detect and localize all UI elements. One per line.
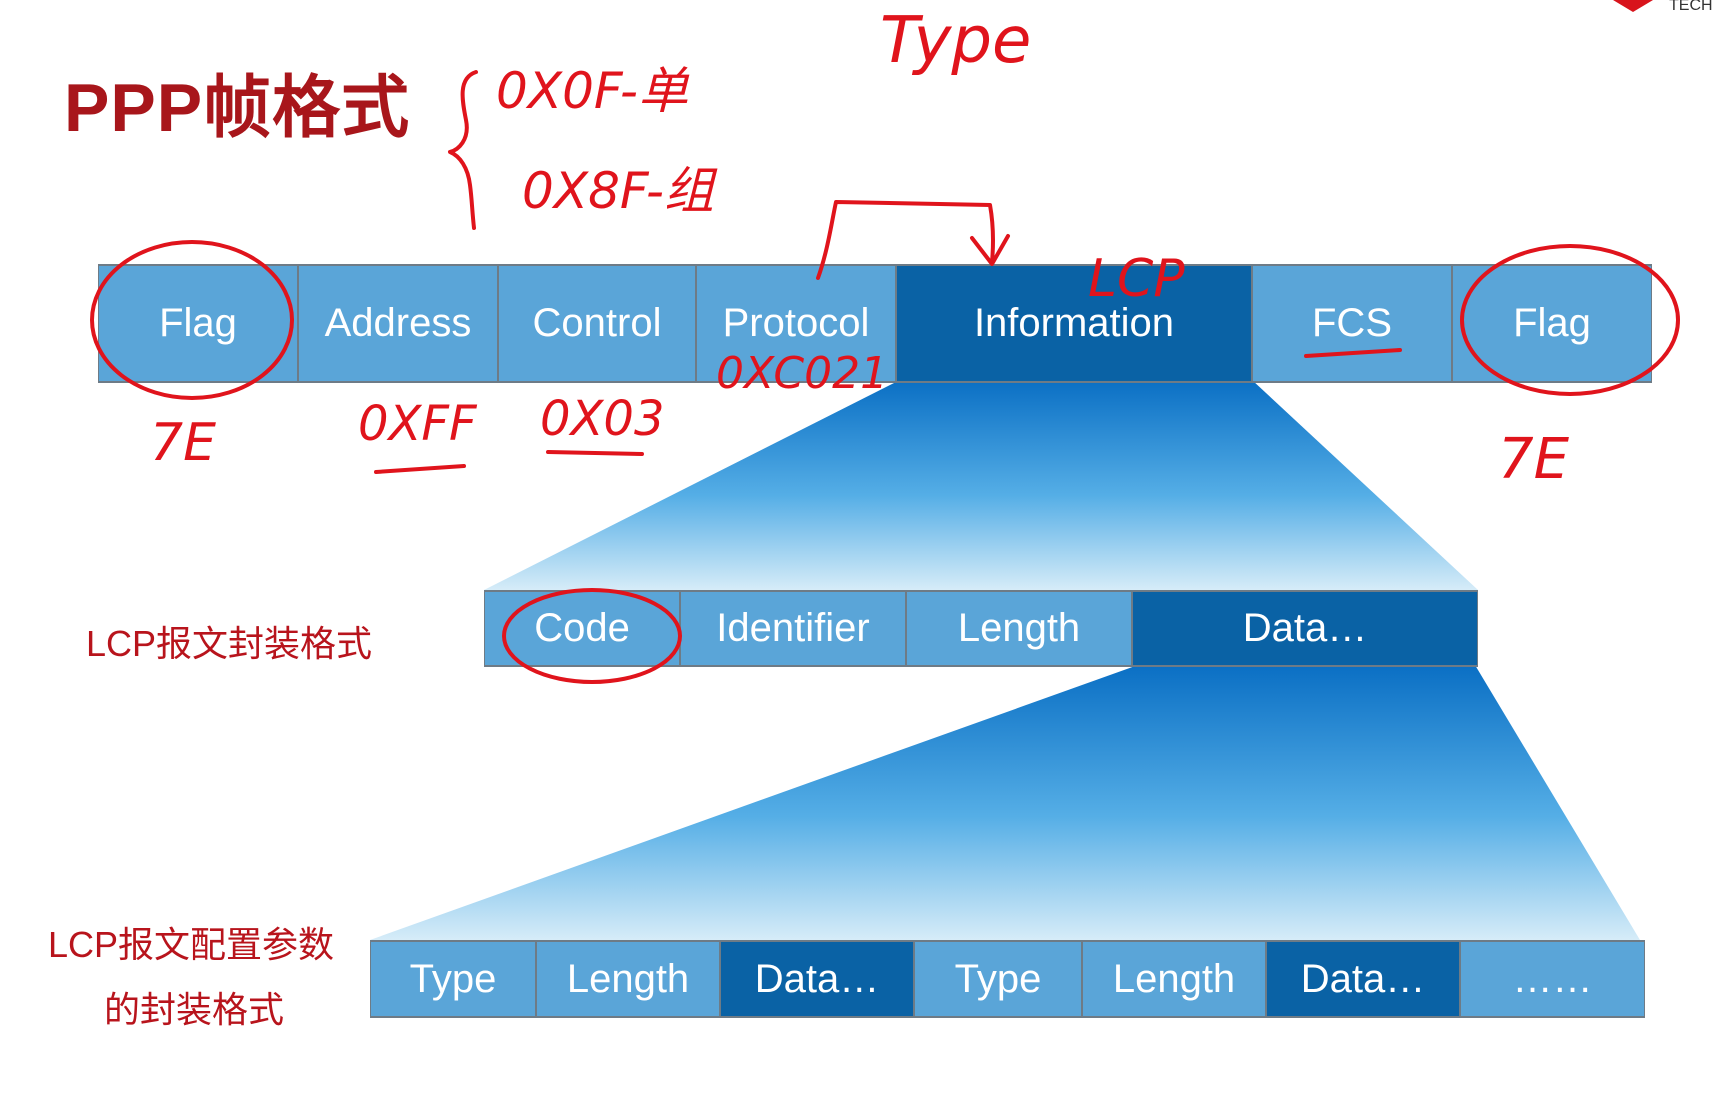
corner-logo: TECH E (1603, 0, 1717, 16)
ppp-protocol-field: Protocol (696, 264, 896, 383)
opt-type-field: Type (370, 940, 536, 1018)
corner-logo-text: TECH E (1669, 0, 1717, 14)
information-expansion (484, 380, 1478, 590)
opt-data-field: Data… (1266, 940, 1460, 1018)
data-expansion (370, 665, 1640, 940)
opt-length-field: Length (1082, 940, 1266, 1018)
ppp-control-field: Control (498, 264, 696, 383)
ppp-information-field: Information (896, 264, 1252, 383)
lcp-identifier-field: Identifier (680, 590, 906, 667)
page-title: PPP帧格式 (64, 70, 411, 146)
opt-more-field: …… (1460, 940, 1645, 1018)
ppp-flag-field: Flag (98, 264, 298, 383)
lcp-options-label-line2: 的封装格式 (104, 989, 285, 1030)
opt-type-field: Type (914, 940, 1082, 1018)
lcp-options-label-line1: LCP报文配置参数 (48, 924, 335, 965)
lcp-packet-label: LCP报文封装格式 (86, 623, 373, 664)
ppp-fcs-field: FCS (1252, 264, 1452, 383)
lcp-data-field: Data… (1132, 590, 1478, 667)
opt-length-field: Length (536, 940, 720, 1018)
opt-data-field: Data… (720, 940, 914, 1018)
ppp-address-field: Address (298, 264, 498, 383)
lcp-code-field: Code (484, 590, 680, 667)
lcp-length-field: Length (906, 590, 1132, 667)
ppp-flag-field: Flag (1452, 264, 1652, 383)
